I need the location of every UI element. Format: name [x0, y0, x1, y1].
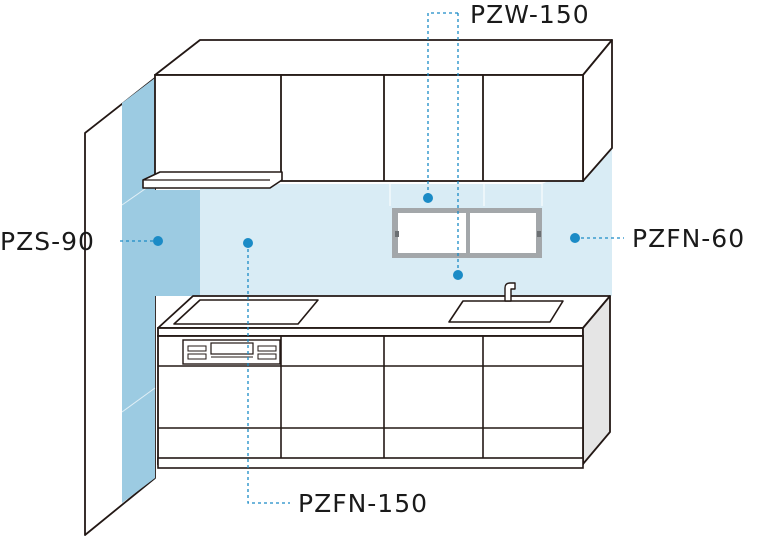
callout-dot-pzw-150-top: [423, 193, 433, 203]
stove-knob: [257, 353, 277, 360]
window-pane-left: [398, 213, 466, 253]
upper-cabinet-front: [154, 74, 584, 182]
sink: [448, 300, 564, 323]
stove-knob: [187, 345, 207, 352]
window-latch: [395, 231, 399, 237]
stove-knob: [257, 345, 277, 352]
stove-display: [210, 342, 254, 355]
stove-knob: [187, 353, 207, 360]
callout-dot-pzs-90: [153, 236, 163, 246]
upper-cabinet-top: [154, 39, 613, 76]
callout-line-pzw-150-a: [427, 12, 458, 196]
pzs-90-panel-back: [155, 190, 200, 296]
pzfn-60-panel: [542, 150, 612, 296]
callout-dot-pzfn-60: [570, 233, 580, 243]
side-panel-joint: [121, 387, 156, 413]
faucet: [504, 282, 516, 302]
label-pzfn-60: PZFN-60: [632, 224, 746, 253]
countertop-edge: [157, 327, 584, 337]
label-pzfn-150: PZFN-150: [298, 489, 429, 518]
label-pzw-150: PZW-150: [470, 0, 590, 29]
window-pane-right: [470, 213, 536, 253]
window-latch: [537, 231, 541, 237]
callout-dot-pzfn-150: [243, 238, 253, 248]
callout-dot-pzw-150-bottom: [453, 270, 463, 280]
pzs-90-panel: [122, 78, 155, 503]
pzfn-150-panel: [200, 184, 390, 296]
cooktop: [173, 299, 319, 325]
label-pzs-90: PZS-90: [0, 227, 95, 256]
kick-plate: [157, 457, 584, 469]
callout-line-pzfn-150: [247, 243, 290, 504]
